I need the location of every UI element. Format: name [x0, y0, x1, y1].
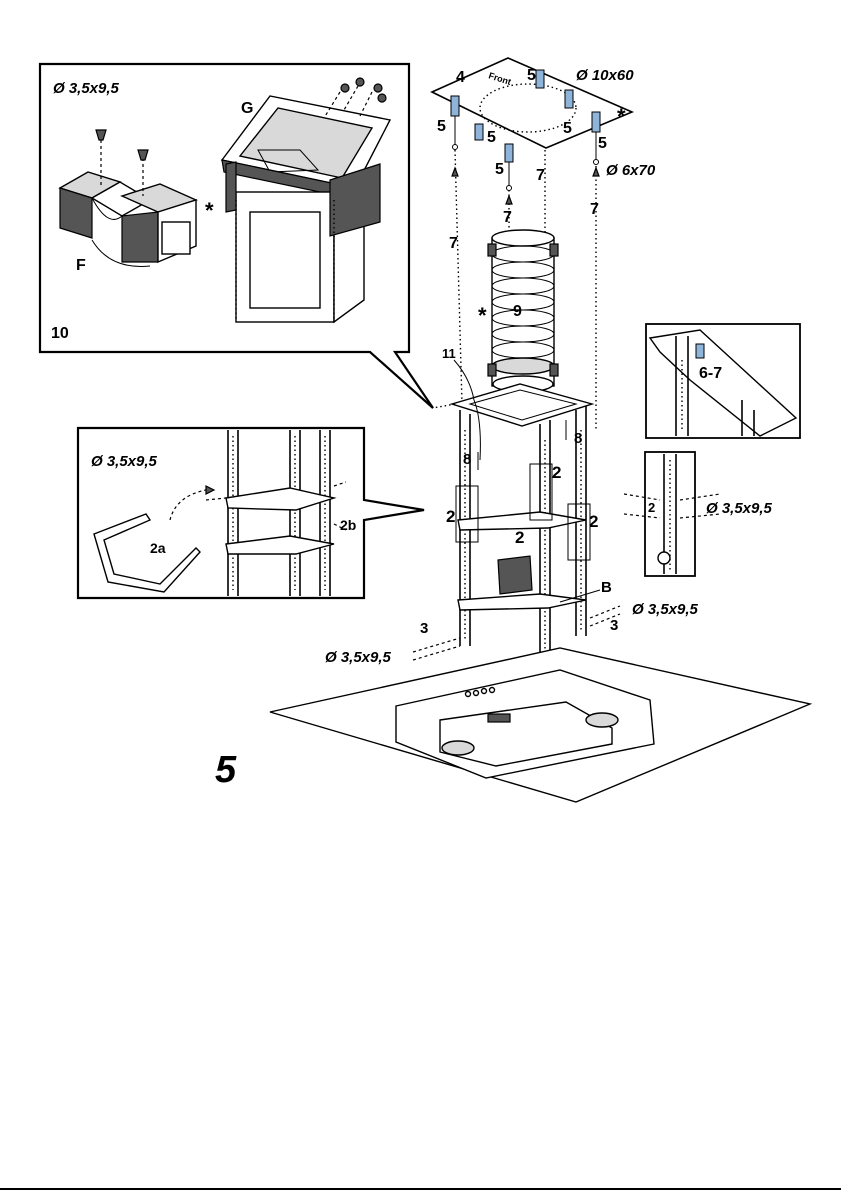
ref-7-label-b: 7 [503, 209, 512, 226]
ref-2-label-c: 2 [589, 512, 598, 531]
frame-detail [206, 430, 346, 596]
flexible-duct: 9 * [478, 230, 558, 392]
ref-g-label: G [241, 100, 253, 117]
ref-2-label-a: 2 [446, 507, 455, 526]
ref-6-7-label: 6-7 [699, 365, 722, 382]
ref-11-label: 11 [442, 346, 456, 361]
ref-8-label-b: 8 [574, 430, 582, 447]
ref-9-label: 9 [513, 303, 522, 320]
ref-2b-label: 2b [340, 517, 356, 533]
ceiling-plate: Front 4 5 Ø 10x60 5 5 5 * 5 7 5 Ø 6x70 [432, 58, 656, 191]
chimney-frame: 11 8 8 2 2 2 2 B 3 3 Ø 3,5x9,5 Ø 3,5x9,5 [325, 346, 699, 666]
ref-3-label-a: 3 [420, 620, 428, 637]
ref-2a-label: 2a [150, 540, 166, 556]
ref-5-label-f: 5 [598, 135, 607, 152]
asterisk-plate-label: * [617, 104, 626, 129]
screw-side-label: Ø 3,5x9,5 [706, 500, 773, 517]
screw-panel-label: Ø 3,5x9,5 [91, 453, 158, 470]
inset-panel-bracket: Ø 3,5x9,5 2a 2b [78, 428, 424, 598]
filter-unit-f [60, 130, 196, 266]
footer-rule [0, 1188, 841, 1190]
ref-b-label: B [601, 579, 612, 596]
ref-5-label-d: 5 [563, 120, 572, 137]
ref-f-label: F [76, 257, 86, 274]
ref-2-label-d: 2 [515, 528, 524, 547]
inset-panel-top-corner: 6-7 [646, 324, 800, 438]
ref-2-label-e: 2 [648, 500, 655, 515]
ref-7-label-a: 7 [536, 167, 545, 184]
screw-spec-label: Ø 3,5x9,5 [53, 80, 120, 97]
front-label: Front [487, 70, 512, 87]
ref-8-label-a: 8 [463, 451, 471, 468]
screw-lower-left-label: Ø 3,5x9,5 [325, 649, 392, 666]
ref-7-label-d: 7 [449, 235, 458, 252]
ref-2-label-b: 2 [552, 463, 561, 482]
ref-4-label: 4 [456, 69, 465, 86]
screw-6x70-label: Ø 6x70 [606, 162, 656, 179]
ref-3-label-b: 3 [610, 617, 618, 634]
screw-lower-right-label: Ø 3,5x9,5 [632, 601, 699, 618]
step-number: 5 [215, 749, 237, 791]
asterisk-label: * [205, 198, 214, 223]
ref-5-label-e: 5 [495, 161, 504, 178]
hood-canopy [270, 648, 810, 802]
ref-10-label: 10 [51, 325, 69, 342]
ref-5-label-b: 5 [437, 118, 446, 135]
screw-10x60-label: Ø 10x60 [576, 67, 634, 84]
inset-panel-side-screws: 2 Ø 3,5x9,5 [624, 452, 773, 576]
bracket-2a [94, 514, 200, 592]
ref-7-label-c: 7 [590, 201, 599, 218]
ref-5-label-a: 5 [527, 67, 536, 84]
ref-5-label-c: 5 [487, 129, 496, 146]
inset-panel-filter: Ø 3,5x9,5 G F * 10 [40, 64, 433, 408]
asterisk-duct-label: * [478, 303, 487, 328]
